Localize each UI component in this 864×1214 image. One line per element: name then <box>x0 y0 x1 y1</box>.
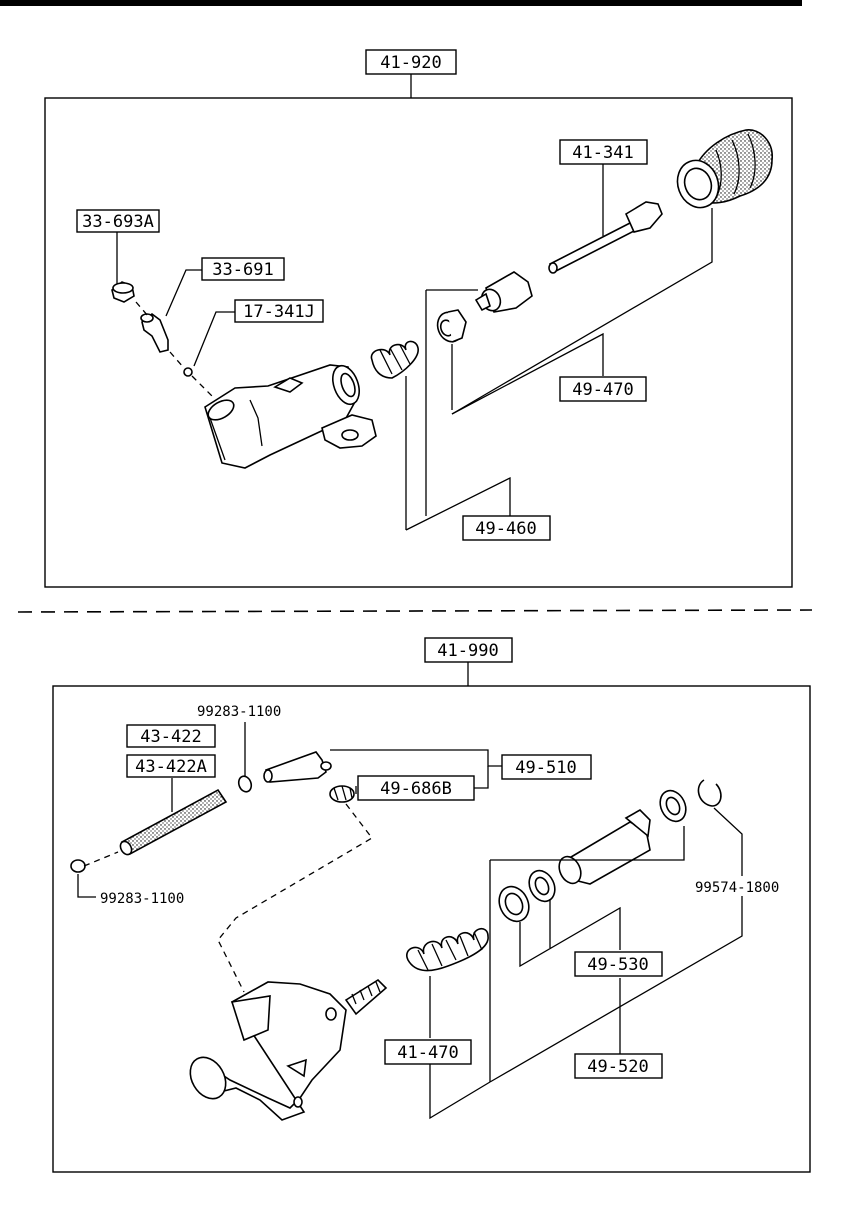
label-bleeder-screw[interactable]: 33-691 <box>212 260 273 280</box>
label-reservoir-pipe[interactable]: 49-510 <box>515 758 576 778</box>
label-spring[interactable]: 41-470 <box>397 1043 458 1063</box>
lower-assembly: 41-990 <box>52 637 811 1173</box>
label-piston-kit-upper[interactable]: 49-470 <box>572 380 633 400</box>
bleeder-cap-part <box>111 281 135 303</box>
label-cup-kit[interactable]: 49-530 <box>587 955 648 975</box>
hose-clip-bottom-part <box>70 859 86 873</box>
spring-part <box>370 340 419 379</box>
upper-assembly-label[interactable]: 41-920 <box>380 53 441 73</box>
reservoir-pipe-part <box>263 751 332 783</box>
primary-cup-part <box>498 885 530 923</box>
lower-assembly-label[interactable]: 41-990 <box>437 641 498 661</box>
spring-lower-part <box>406 928 489 972</box>
label-repair-kit-upper[interactable]: 49-460 <box>475 519 536 539</box>
bleeder-screw-part <box>140 312 169 353</box>
secondary-cup-part <box>528 869 556 903</box>
label-hose-clip-bottom[interactable]: 99283-1100 <box>100 891 184 907</box>
label-steel-ball[interactable]: 17-341J <box>243 302 315 322</box>
bushing-part <box>329 785 355 803</box>
top-border-bar <box>0 0 802 6</box>
hose-part <box>119 788 228 856</box>
piston-cup-part <box>436 309 467 343</box>
label-hose[interactable]: 43-422 <box>140 727 201 747</box>
snap-ring-part <box>697 779 722 807</box>
label-hose-alt[interactable]: 43-422A <box>135 757 207 777</box>
label-piston-kit-lower[interactable]: 49-520 <box>587 1057 648 1077</box>
label-hose-clip-top[interactable]: 99283-1100 <box>197 704 281 720</box>
hose-clip-top-part <box>237 775 253 793</box>
piston-lower-part <box>558 809 651 885</box>
label-bushing[interactable]: 49-686B <box>380 779 452 799</box>
push-rod-part <box>548 201 663 274</box>
upper-frame <box>44 97 793 588</box>
label-snap-ring[interactable]: 99574-1800 <box>695 880 779 896</box>
boot-part <box>676 129 773 209</box>
steel-ball-part <box>183 367 193 377</box>
stopper-part <box>659 789 687 823</box>
label-bleeder-cap[interactable]: 33-693A <box>82 212 154 232</box>
lower-frame <box>52 685 811 1173</box>
master-cylinder-body <box>189 978 388 1121</box>
label-push-rod[interactable]: 41-341 <box>572 143 633 163</box>
section-separator <box>17 609 813 613</box>
piston-part <box>474 271 533 313</box>
slave-cylinder-body <box>204 364 377 469</box>
upper-assembly: 41-920 <box>44 49 793 588</box>
